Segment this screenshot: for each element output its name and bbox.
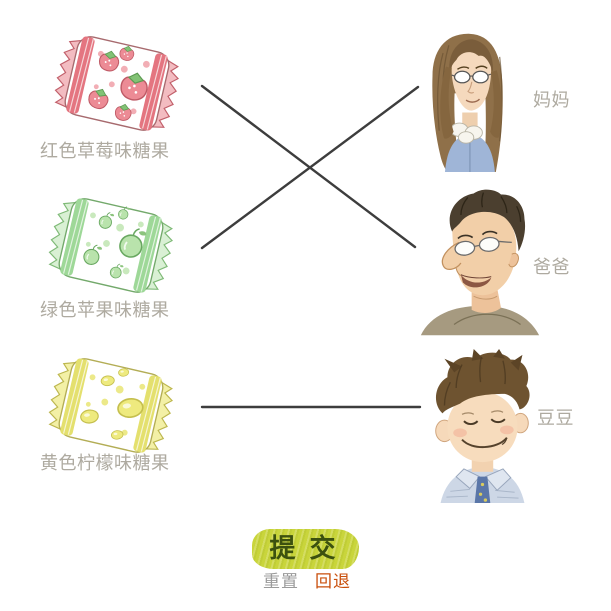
person-item-dad[interactable] (413, 186, 545, 336)
candy-label-yellow-lemon: 黄色柠檬味糖果 (40, 453, 170, 474)
person-label-dad: 爸爸 (533, 257, 570, 278)
candy-label-green-apple: 绿色苹果味糖果 (40, 300, 170, 321)
doudou-portrait-icon (435, 349, 530, 503)
person-item-doudou[interactable] (421, 349, 543, 503)
dad-portrait-icon (420, 189, 540, 336)
person-label-mom: 妈妈 (533, 90, 570, 111)
mom-portrait-icon (432, 33, 503, 172)
candy-item-green-apple[interactable] (38, 191, 184, 300)
undo-link[interactable]: 回退 (315, 572, 351, 592)
reset-link[interactable]: 重置 (263, 572, 299, 592)
connection-line-red-strawberry-candy-dad (200, 84, 417, 249)
submit-button[interactable]: 提交 (252, 529, 359, 569)
yellow-lemon-candy-icon (48, 358, 174, 453)
candy-item-red-strawberry[interactable] (44, 29, 190, 138)
person-item-mom[interactable] (420, 30, 516, 172)
candy-label-red-strawberry: 红色草莓味糖果 (40, 141, 170, 162)
red-strawberry-candy-icon (54, 36, 180, 131)
candy-item-yellow-lemon[interactable] (38, 351, 184, 460)
connection-line-green-apple-candy-mom (200, 85, 420, 250)
person-label-doudou: 豆豆 (537, 408, 574, 429)
green-apple-candy-icon (48, 198, 174, 293)
